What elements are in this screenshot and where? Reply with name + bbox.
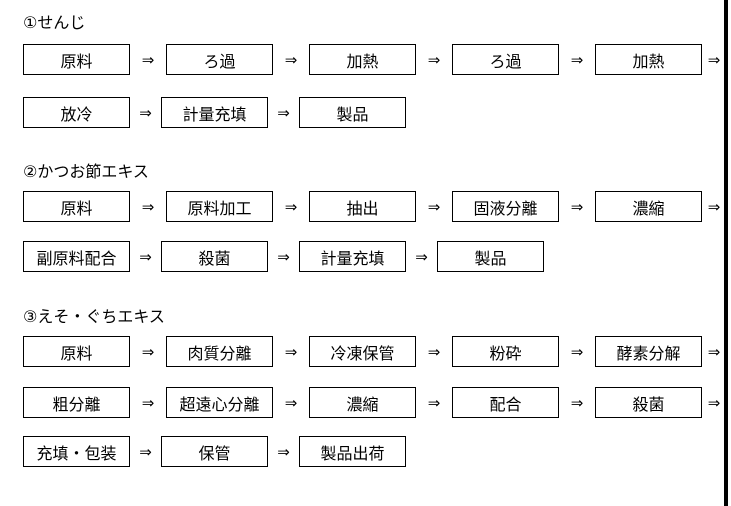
- process-box: 原料: [23, 336, 130, 367]
- process-box: 超遠心分離: [166, 387, 273, 418]
- process-box: 計量充填: [299, 241, 406, 272]
- process-box: 冷凍保管: [309, 336, 416, 367]
- process-box: 加熱: [595, 44, 702, 75]
- double-arrow-icon: ⇒: [570, 198, 584, 216]
- process-box: 製品出荷: [299, 436, 406, 467]
- process-box: 殺菌: [595, 387, 702, 418]
- double-arrow-icon: ⇒: [139, 443, 152, 461]
- process-box: 計量充填: [161, 97, 268, 128]
- double-arrow-icon: ⇒: [415, 248, 428, 266]
- double-arrow-icon: ⇒: [427, 51, 441, 69]
- process-box: 充填・包装: [23, 436, 130, 467]
- double-arrow-icon: ⇒: [707, 51, 721, 69]
- process-box: ろ過: [452, 44, 559, 75]
- flow-row: 充填・包装 ⇒ 保管 ⇒ 製品出荷: [23, 436, 406, 467]
- process-box: 粉砕: [452, 336, 559, 367]
- double-arrow-icon: ⇒: [141, 198, 155, 216]
- process-box: 加熱: [309, 44, 416, 75]
- double-arrow-icon: ⇒: [141, 343, 155, 361]
- process-box: 保管: [161, 436, 268, 467]
- double-arrow-icon: ⇒: [707, 198, 721, 216]
- process-box: 放冷: [23, 97, 130, 128]
- double-arrow-icon: ⇒: [570, 343, 584, 361]
- double-arrow-icon: ⇒: [139, 104, 152, 122]
- double-arrow-icon: ⇒: [427, 394, 441, 412]
- process-box: 殺菌: [161, 241, 268, 272]
- double-arrow-icon: ⇒: [427, 198, 441, 216]
- double-arrow-icon: ⇒: [284, 198, 298, 216]
- process-box: 肉質分離: [166, 336, 273, 367]
- process-box: 原料: [23, 44, 130, 75]
- process-box: ろ過: [166, 44, 273, 75]
- process-box: 濃縮: [595, 191, 702, 222]
- flow-row: 放冷 ⇒ 計量充填 ⇒ 製品: [23, 97, 406, 128]
- process-box: 原料: [23, 191, 130, 222]
- double-arrow-icon: ⇒: [141, 394, 155, 412]
- process-box: 配合: [452, 387, 559, 418]
- right-border-line: [724, 0, 728, 506]
- section-title: ①せんじ: [23, 15, 86, 32]
- double-arrow-icon: ⇒: [570, 394, 584, 412]
- flow-row: 副原料配合 ⇒ 殺菌 ⇒ 計量充填 ⇒ 製品: [23, 241, 544, 272]
- process-box: 酵素分解: [595, 336, 702, 367]
- double-arrow-icon: ⇒: [277, 443, 290, 461]
- double-arrow-icon: ⇒: [427, 343, 441, 361]
- flow-row: 粗分離 ⇒ 超遠心分離 ⇒ 濃縮 ⇒ 配合 ⇒ 殺菌 ⇒: [23, 387, 726, 418]
- double-arrow-icon: ⇒: [707, 343, 721, 361]
- double-arrow-icon: ⇒: [284, 343, 298, 361]
- section-title: ③えそ・ぐちエキス: [23, 309, 165, 326]
- double-arrow-icon: ⇒: [139, 248, 152, 266]
- section-title: ②かつお節エキス: [23, 164, 149, 181]
- flow-row: 原料 ⇒ 原料加工 ⇒ 抽出 ⇒ 固液分離 ⇒ 濃縮 ⇒: [23, 191, 726, 222]
- process-box: 固液分離: [452, 191, 559, 222]
- double-arrow-icon: ⇒: [277, 104, 290, 122]
- double-arrow-icon: ⇒: [284, 394, 298, 412]
- process-box: 製品: [437, 241, 544, 272]
- flow-row: 原料 ⇒ ろ過 ⇒ 加熱 ⇒ ろ過 ⇒ 加熱 ⇒: [23, 44, 726, 75]
- process-box: 副原料配合: [23, 241, 130, 272]
- double-arrow-icon: ⇒: [707, 394, 721, 412]
- double-arrow-icon: ⇒: [277, 248, 290, 266]
- double-arrow-icon: ⇒: [570, 51, 584, 69]
- process-box: 粗分離: [23, 387, 130, 418]
- process-box: 原料加工: [166, 191, 273, 222]
- process-box: 製品: [299, 97, 406, 128]
- double-arrow-icon: ⇒: [141, 51, 155, 69]
- process-box: 濃縮: [309, 387, 416, 418]
- double-arrow-icon: ⇒: [284, 51, 298, 69]
- flow-row: 原料 ⇒ 肉質分離 ⇒ 冷凍保管 ⇒ 粉砕 ⇒ 酵素分解 ⇒: [23, 336, 726, 367]
- process-box: 抽出: [309, 191, 416, 222]
